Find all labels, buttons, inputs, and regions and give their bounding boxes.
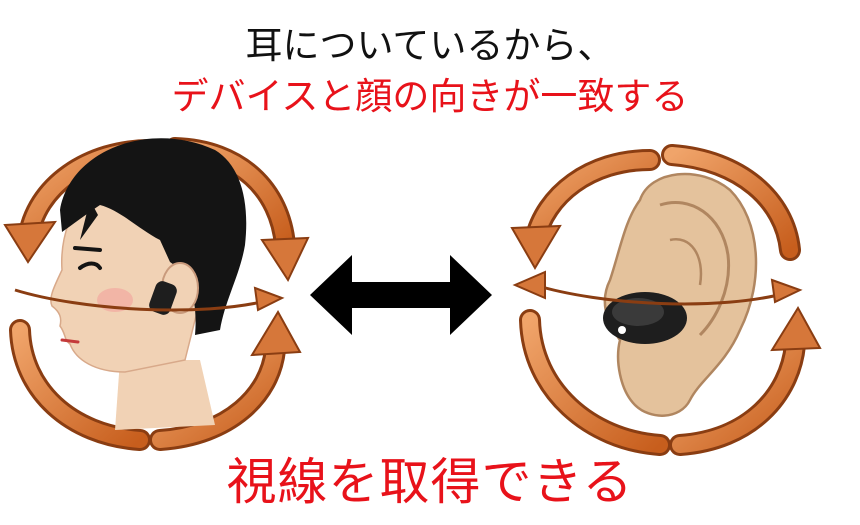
heading-line-1: 耳についているから、 xyxy=(245,24,615,67)
double-headed-arrow-icon xyxy=(310,255,492,335)
heading-line-2: デバイスと顔の向きが一致する xyxy=(171,75,689,118)
ear-with-earbud-icon xyxy=(510,144,822,456)
head-profile-with-earbud-icon xyxy=(3,137,310,451)
footer-text: 視線を取得できる xyxy=(226,453,634,511)
